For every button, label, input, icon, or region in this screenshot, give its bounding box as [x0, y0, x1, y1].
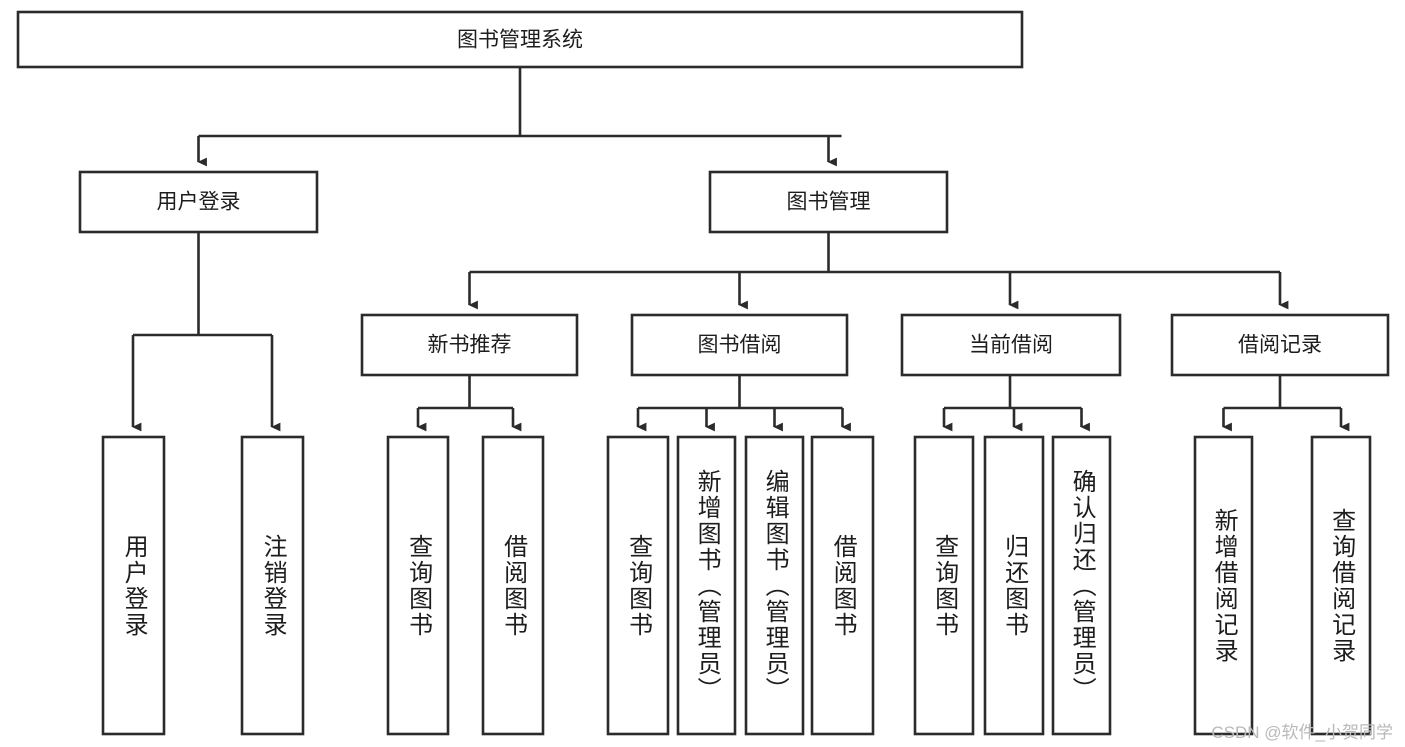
node-leaf-add-borrow-record-box[interactable]: [1193, 435, 1254, 736]
node-leaf-query-book-2-box[interactable]: [606, 435, 670, 736]
node-book-management-label: 图书管理: [787, 191, 871, 214]
connector-group-current-borrow: [942, 375, 1090, 432]
connector-group-book-management: [468, 232, 1289, 310]
node-book-borrow[interactable]: 图书借阅: [630, 313, 849, 377]
node-leaf-borrow-book-1-box[interactable]: [481, 435, 545, 736]
leaf-boxes-group: [101, 435, 1372, 736]
node-current-borrow-label: 当前借阅: [969, 334, 1053, 357]
node-leaf-add-book-box[interactable]: [676, 435, 737, 736]
node-current-borrow[interactable]: 当前借阅: [900, 313, 1122, 377]
node-user-login[interactable]: 用户登录: [78, 170, 319, 234]
node-book-management[interactable]: 图书管理: [708, 170, 949, 234]
node-borrow-record-box[interactable]: [1170, 313, 1390, 377]
node-book-borrow-box[interactable]: [630, 313, 849, 377]
connector-group-new-book-recommend: [416, 375, 522, 432]
node-leaf-query-borrow-record-box[interactable]: [1310, 435, 1372, 736]
connector-group-user-login: [131, 232, 281, 432]
node-book-management-box[interactable]: [708, 170, 949, 234]
connector-group-book-borrow: [636, 375, 851, 432]
connector-group-borrow-record: [1222, 375, 1350, 432]
csdn-watermark: CSDN @软件_小贺同学: [1211, 723, 1393, 742]
node-new-book-recommend[interactable]: 新书推荐: [360, 313, 579, 377]
node-current-borrow-box[interactable]: [900, 313, 1122, 377]
node-leaf-query-book-1-box[interactable]: [386, 435, 450, 736]
node-borrow-record-label: 借阅记录: [1238, 334, 1322, 357]
node-book-borrow-label: 图书借阅: [698, 334, 782, 357]
node-leaf-query-book-3-box[interactable]: [913, 435, 975, 736]
node-root-box[interactable]: [16, 10, 1024, 69]
node-leaf-confirm-return-box[interactable]: [1051, 435, 1112, 736]
node-borrow-record[interactable]: 借阅记录: [1170, 313, 1390, 377]
node-leaf-user-login-box[interactable]: [101, 435, 166, 736]
node-user-login-box[interactable]: [78, 170, 319, 234]
node-new-book-recommend-label: 新书推荐: [428, 334, 512, 357]
node-leaf-borrow-book-2-box[interactable]: [810, 435, 875, 736]
connector-group-root: [197, 67, 842, 167]
node-leaf-logout-box[interactable]: [240, 435, 305, 736]
node-user-login-label: 用户登录: [157, 191, 241, 214]
node-leaf-edit-book-box[interactable]: [744, 435, 805, 736]
node-leaf-return-book-box[interactable]: [983, 435, 1045, 736]
node-root[interactable]: 图书管理系统: [16, 10, 1024, 69]
node-root-label: 图书管理系统: [457, 29, 583, 52]
node-new-book-recommend-box[interactable]: [360, 313, 579, 377]
